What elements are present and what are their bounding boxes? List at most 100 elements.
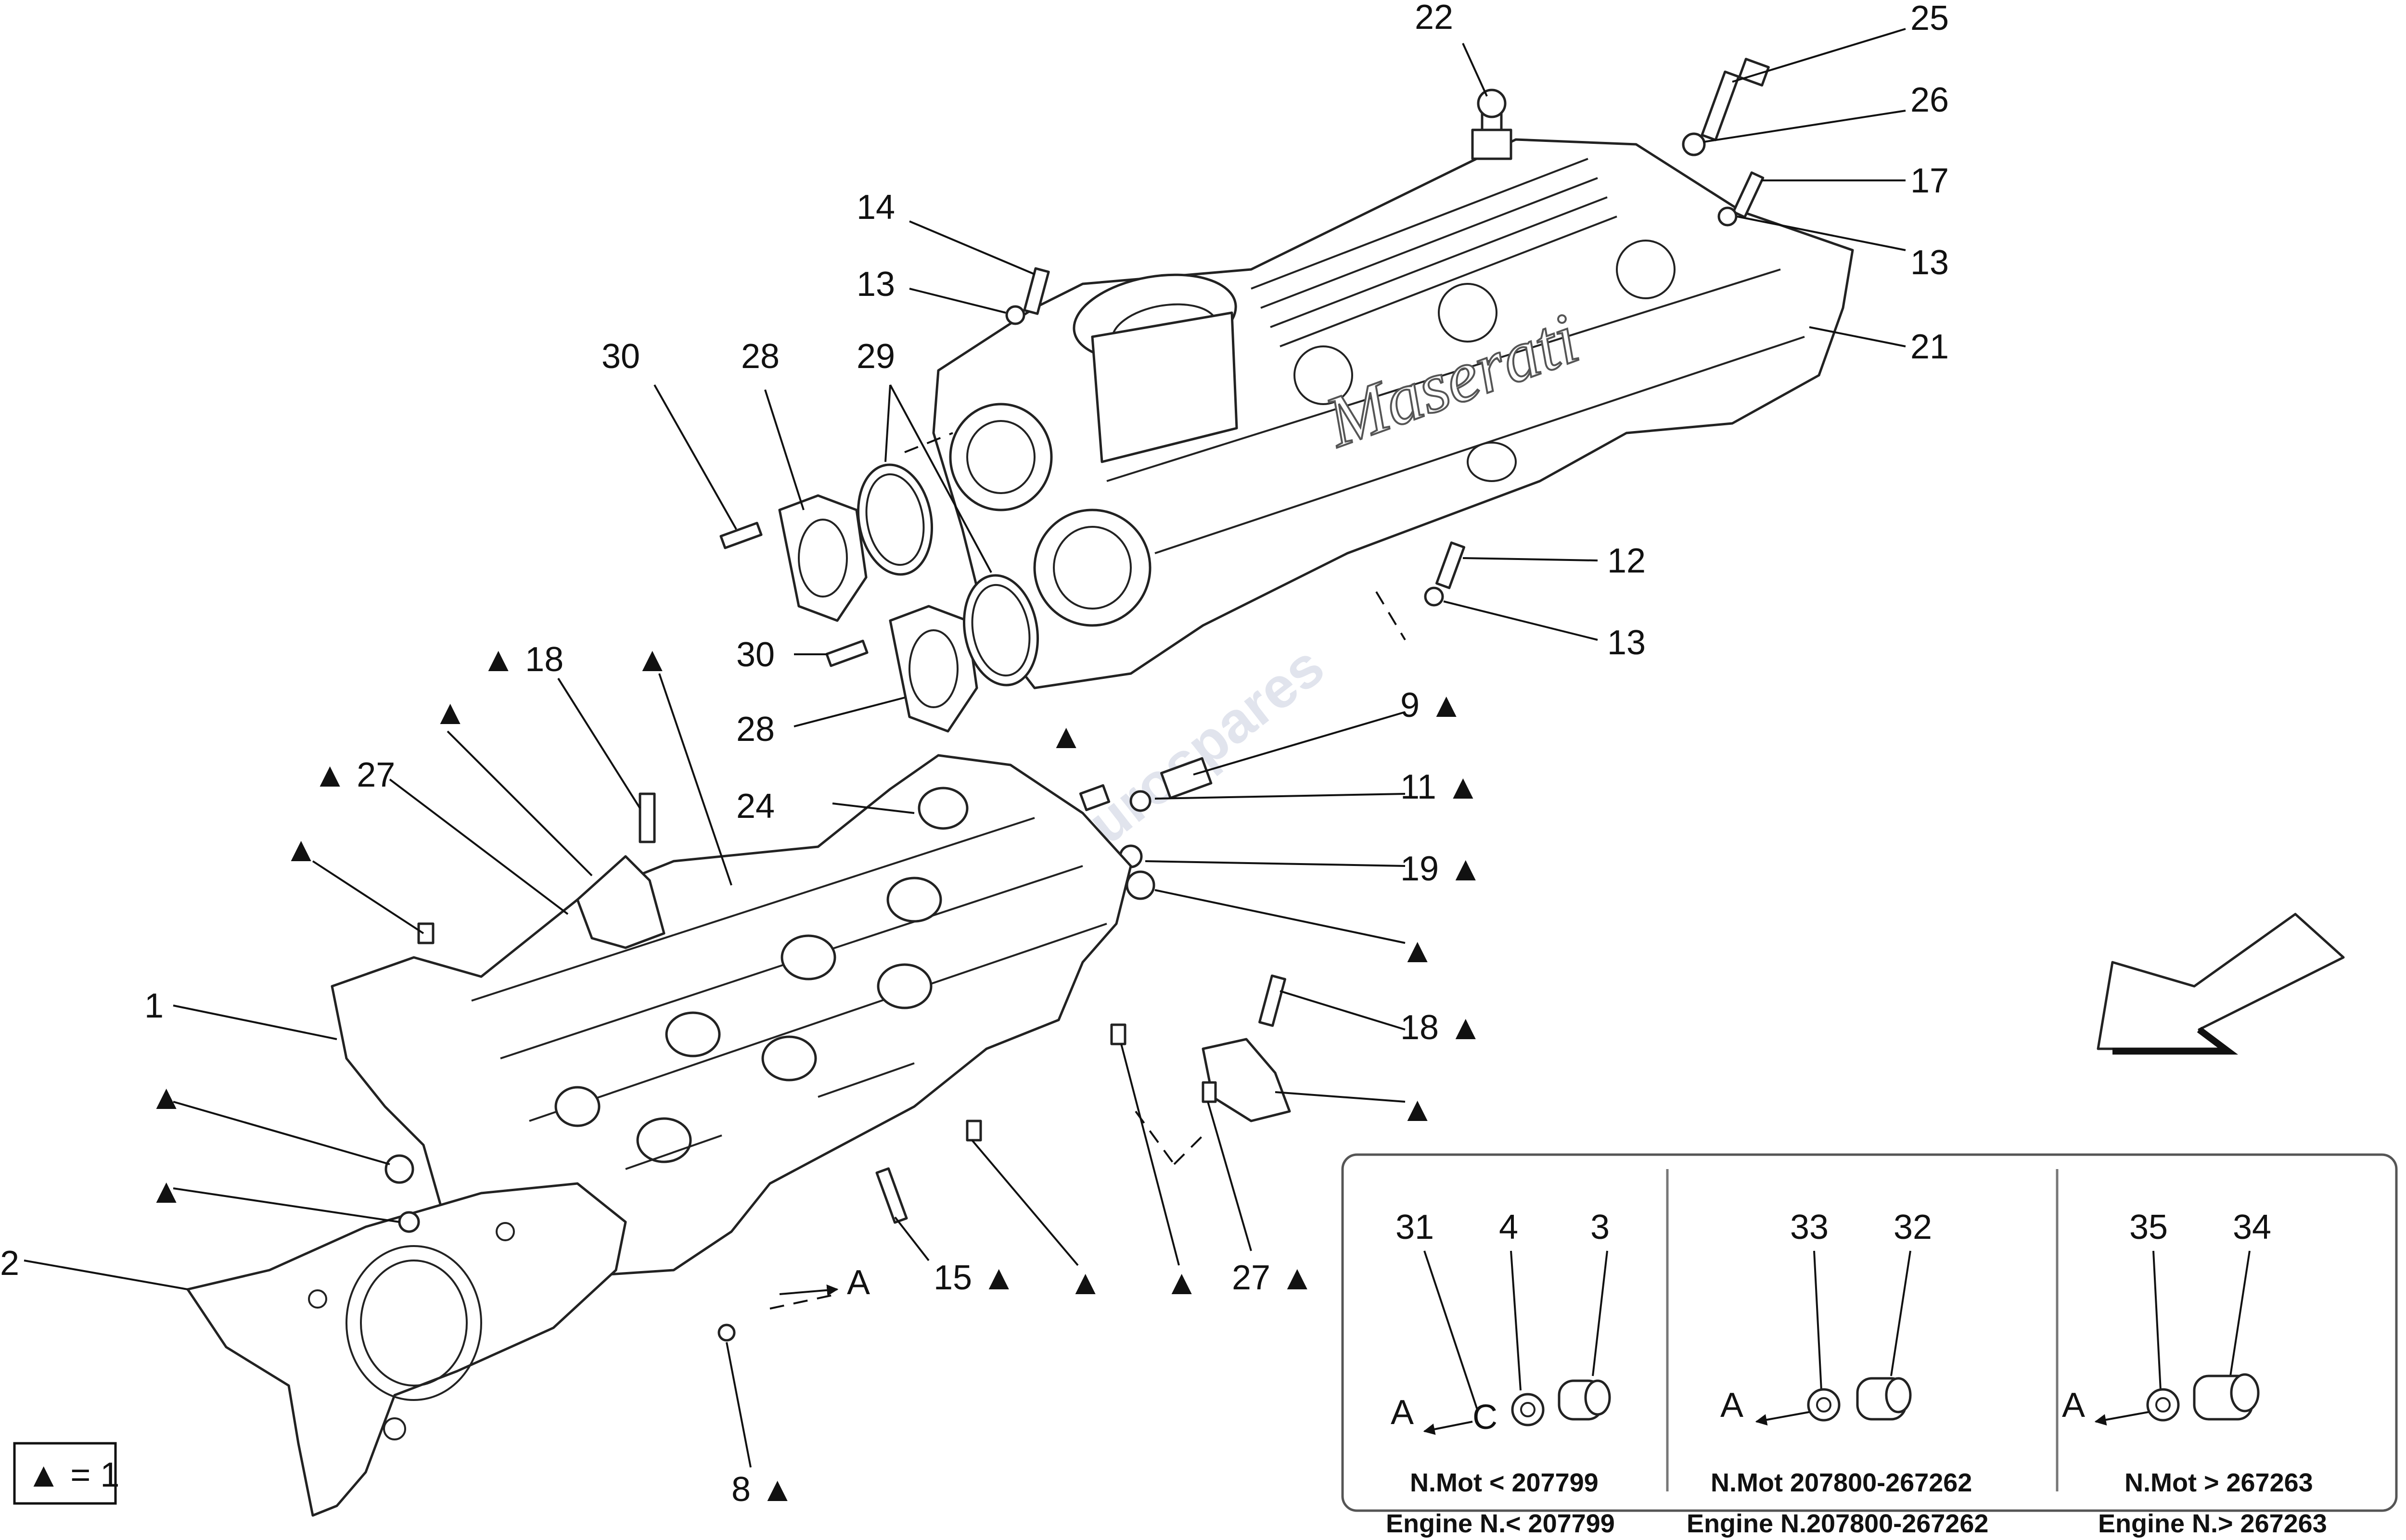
- stud-15: [875, 1167, 908, 1224]
- callout-12: 12: [1607, 542, 1646, 580]
- direction-arrow: [2097, 913, 2345, 1055]
- washer-4: [1511, 1393, 1545, 1426]
- callout-18-right: 18 ▲: [1400, 1008, 1483, 1047]
- dowel-8: [717, 1324, 736, 1342]
- triangle-marker: ▲: [1400, 1090, 1434, 1129]
- triangle-marker: ▲: [1049, 717, 1083, 756]
- cylinder-head: [331, 754, 1291, 1281]
- inset-callout-32: 32: [1894, 1208, 1932, 1247]
- inset-line2-2: Engine N.207800-267262: [1687, 1509, 1988, 1538]
- inset-callout-35: 35: [2129, 1208, 2168, 1247]
- head-gasket-2: [186, 1182, 627, 1517]
- plug-19-b: [1126, 870, 1155, 900]
- triangle-marker: ▲: [1165, 1263, 1199, 1302]
- legend: ▲ = 1: [13, 1442, 119, 1505]
- callout-22: 22: [1415, 0, 1453, 37]
- bushing-3: [1558, 1379, 1611, 1421]
- inset-callout-3: 3: [1590, 1208, 1610, 1247]
- callout-27-right: 27 ▲: [1232, 1259, 1314, 1297]
- washer-33: [1807, 1388, 1841, 1422]
- bolt-18-left: [639, 792, 656, 843]
- sensor-9: [1129, 757, 1213, 812]
- inset-a-label-3: A: [2062, 1386, 2085, 1425]
- inset-section-2: 33 32 A N.Mot 207800-267262 Engine N.207…: [1687, 1208, 1988, 1538]
- callout-29: 29: [857, 337, 895, 376]
- inset-c-label: C: [1472, 1398, 1497, 1437]
- triangle-marker: ▲: [149, 1172, 183, 1210]
- inset-section-3: 35 34 A N.Mot > 267263 Engine N.> 267263: [2062, 1208, 2327, 1538]
- cylinder-head-cover: Maserati: [932, 138, 1854, 689]
- bushing-32: [1856, 1377, 1912, 1421]
- callout-9: 9 ▲: [1400, 686, 1463, 725]
- dowel-lower-b: [1110, 1023, 1126, 1045]
- inset-line1-3: N.Mot > 267263: [2124, 1468, 2313, 1497]
- inset-callout-33: 33: [1790, 1208, 1829, 1247]
- inset-callout-34: 34: [2233, 1208, 2271, 1247]
- flange-28-lower: [889, 605, 978, 733]
- inset-line2-3: Engine N.> 267263: [2098, 1509, 2327, 1538]
- callout-28-upper: 28: [741, 337, 780, 376]
- callout-15: 15 ▲: [934, 1259, 1016, 1297]
- bolt-12: [1435, 541, 1466, 589]
- inset-a-label-2: A: [1720, 1386, 1743, 1425]
- callout-24: 24: [736, 787, 775, 826]
- callout-13-right: 13: [1607, 624, 1646, 662]
- bolt-18-right: [1258, 974, 1286, 1027]
- triangle-marker: ▲: [433, 693, 467, 732]
- inset-section-1: 31 4 3 C A N.Mot < 207799 Engine N.< 207…: [1386, 1208, 1615, 1538]
- callout-1: 1: [144, 987, 164, 1025]
- triangle-marker: ▲: [149, 1078, 183, 1117]
- bolt-17: [1732, 171, 1765, 218]
- washer-13-top: [1717, 206, 1738, 227]
- dowel-lower-a: [966, 1120, 982, 1142]
- washer-35: [2146, 1388, 2180, 1422]
- plug-left-a: [384, 1154, 414, 1184]
- bolt-30-upper: [719, 522, 763, 549]
- callout-labels: 22 25 26 17 13 21 14 13 30 28 29 12 13 3…: [0, 0, 1949, 1509]
- bolt-30-lower: [825, 639, 869, 667]
- legend-text: ▲ = 1: [26, 1456, 119, 1494]
- bolt-14: [1023, 267, 1050, 315]
- inset-callout-4: 4: [1499, 1208, 1518, 1247]
- washer-13-left: [1005, 305, 1025, 325]
- callout-a-main: A: [847, 1263, 870, 1302]
- triangle-marker: ▲: [635, 640, 669, 679]
- callout-8: 8 ▲: [731, 1470, 794, 1509]
- callout-30-upper: 30: [602, 337, 640, 376]
- callout-11: 11 ▲: [1400, 768, 1480, 806]
- callout-14: 14: [857, 188, 895, 227]
- plug-left-b: [398, 1211, 420, 1233]
- callout-2: 2: [0, 1244, 19, 1283]
- callout-17: 17: [1910, 162, 1949, 200]
- inset-panel: 31 4 3 C A N.Mot < 207799 Engine N.< 207…: [1341, 1153, 2398, 1538]
- washer-26: [1682, 132, 1706, 156]
- triangle-marker: ▲: [1400, 931, 1434, 970]
- callout-27-left: ▲ 27: [313, 756, 395, 794]
- leader-lines: [24, 28, 1906, 1468]
- callout-21: 21: [1910, 328, 1949, 366]
- inset-line2-1: Engine N.< 207799: [1386, 1509, 1615, 1538]
- bolt-25: [1701, 58, 1770, 141]
- bushing-34: [2193, 1373, 2260, 1421]
- triangle-marker: ▲: [1068, 1263, 1102, 1302]
- callout-13-top: 13: [1910, 243, 1949, 282]
- triangle-marker: ▲: [284, 830, 318, 869]
- dowel-24-right: [1079, 784, 1111, 811]
- washer-13-right: [1424, 586, 1444, 607]
- callout-30-lower: 30: [736, 636, 775, 674]
- callout-18-left: ▲ 18: [481, 640, 563, 679]
- callout-28-lower: 28: [736, 710, 775, 749]
- inset-line1-2: N.Mot 207800-267262: [1711, 1468, 1972, 1497]
- dowel-27-left: [417, 922, 435, 944]
- flange-28-upper: [778, 494, 868, 622]
- inset-a-label-1: A: [1391, 1393, 1414, 1432]
- inset-line1-1: N.Mot < 207799: [1410, 1468, 1599, 1497]
- callout-13-left: 13: [857, 265, 895, 304]
- dowel-27-right: [1202, 1081, 1217, 1103]
- inset-callout-31: 31: [1395, 1208, 1434, 1247]
- callout-19: 19 ▲: [1400, 850, 1483, 888]
- callout-25: 25: [1910, 0, 1949, 38]
- callout-26: 26: [1910, 81, 1949, 119]
- sensor-22: [1471, 89, 1512, 160]
